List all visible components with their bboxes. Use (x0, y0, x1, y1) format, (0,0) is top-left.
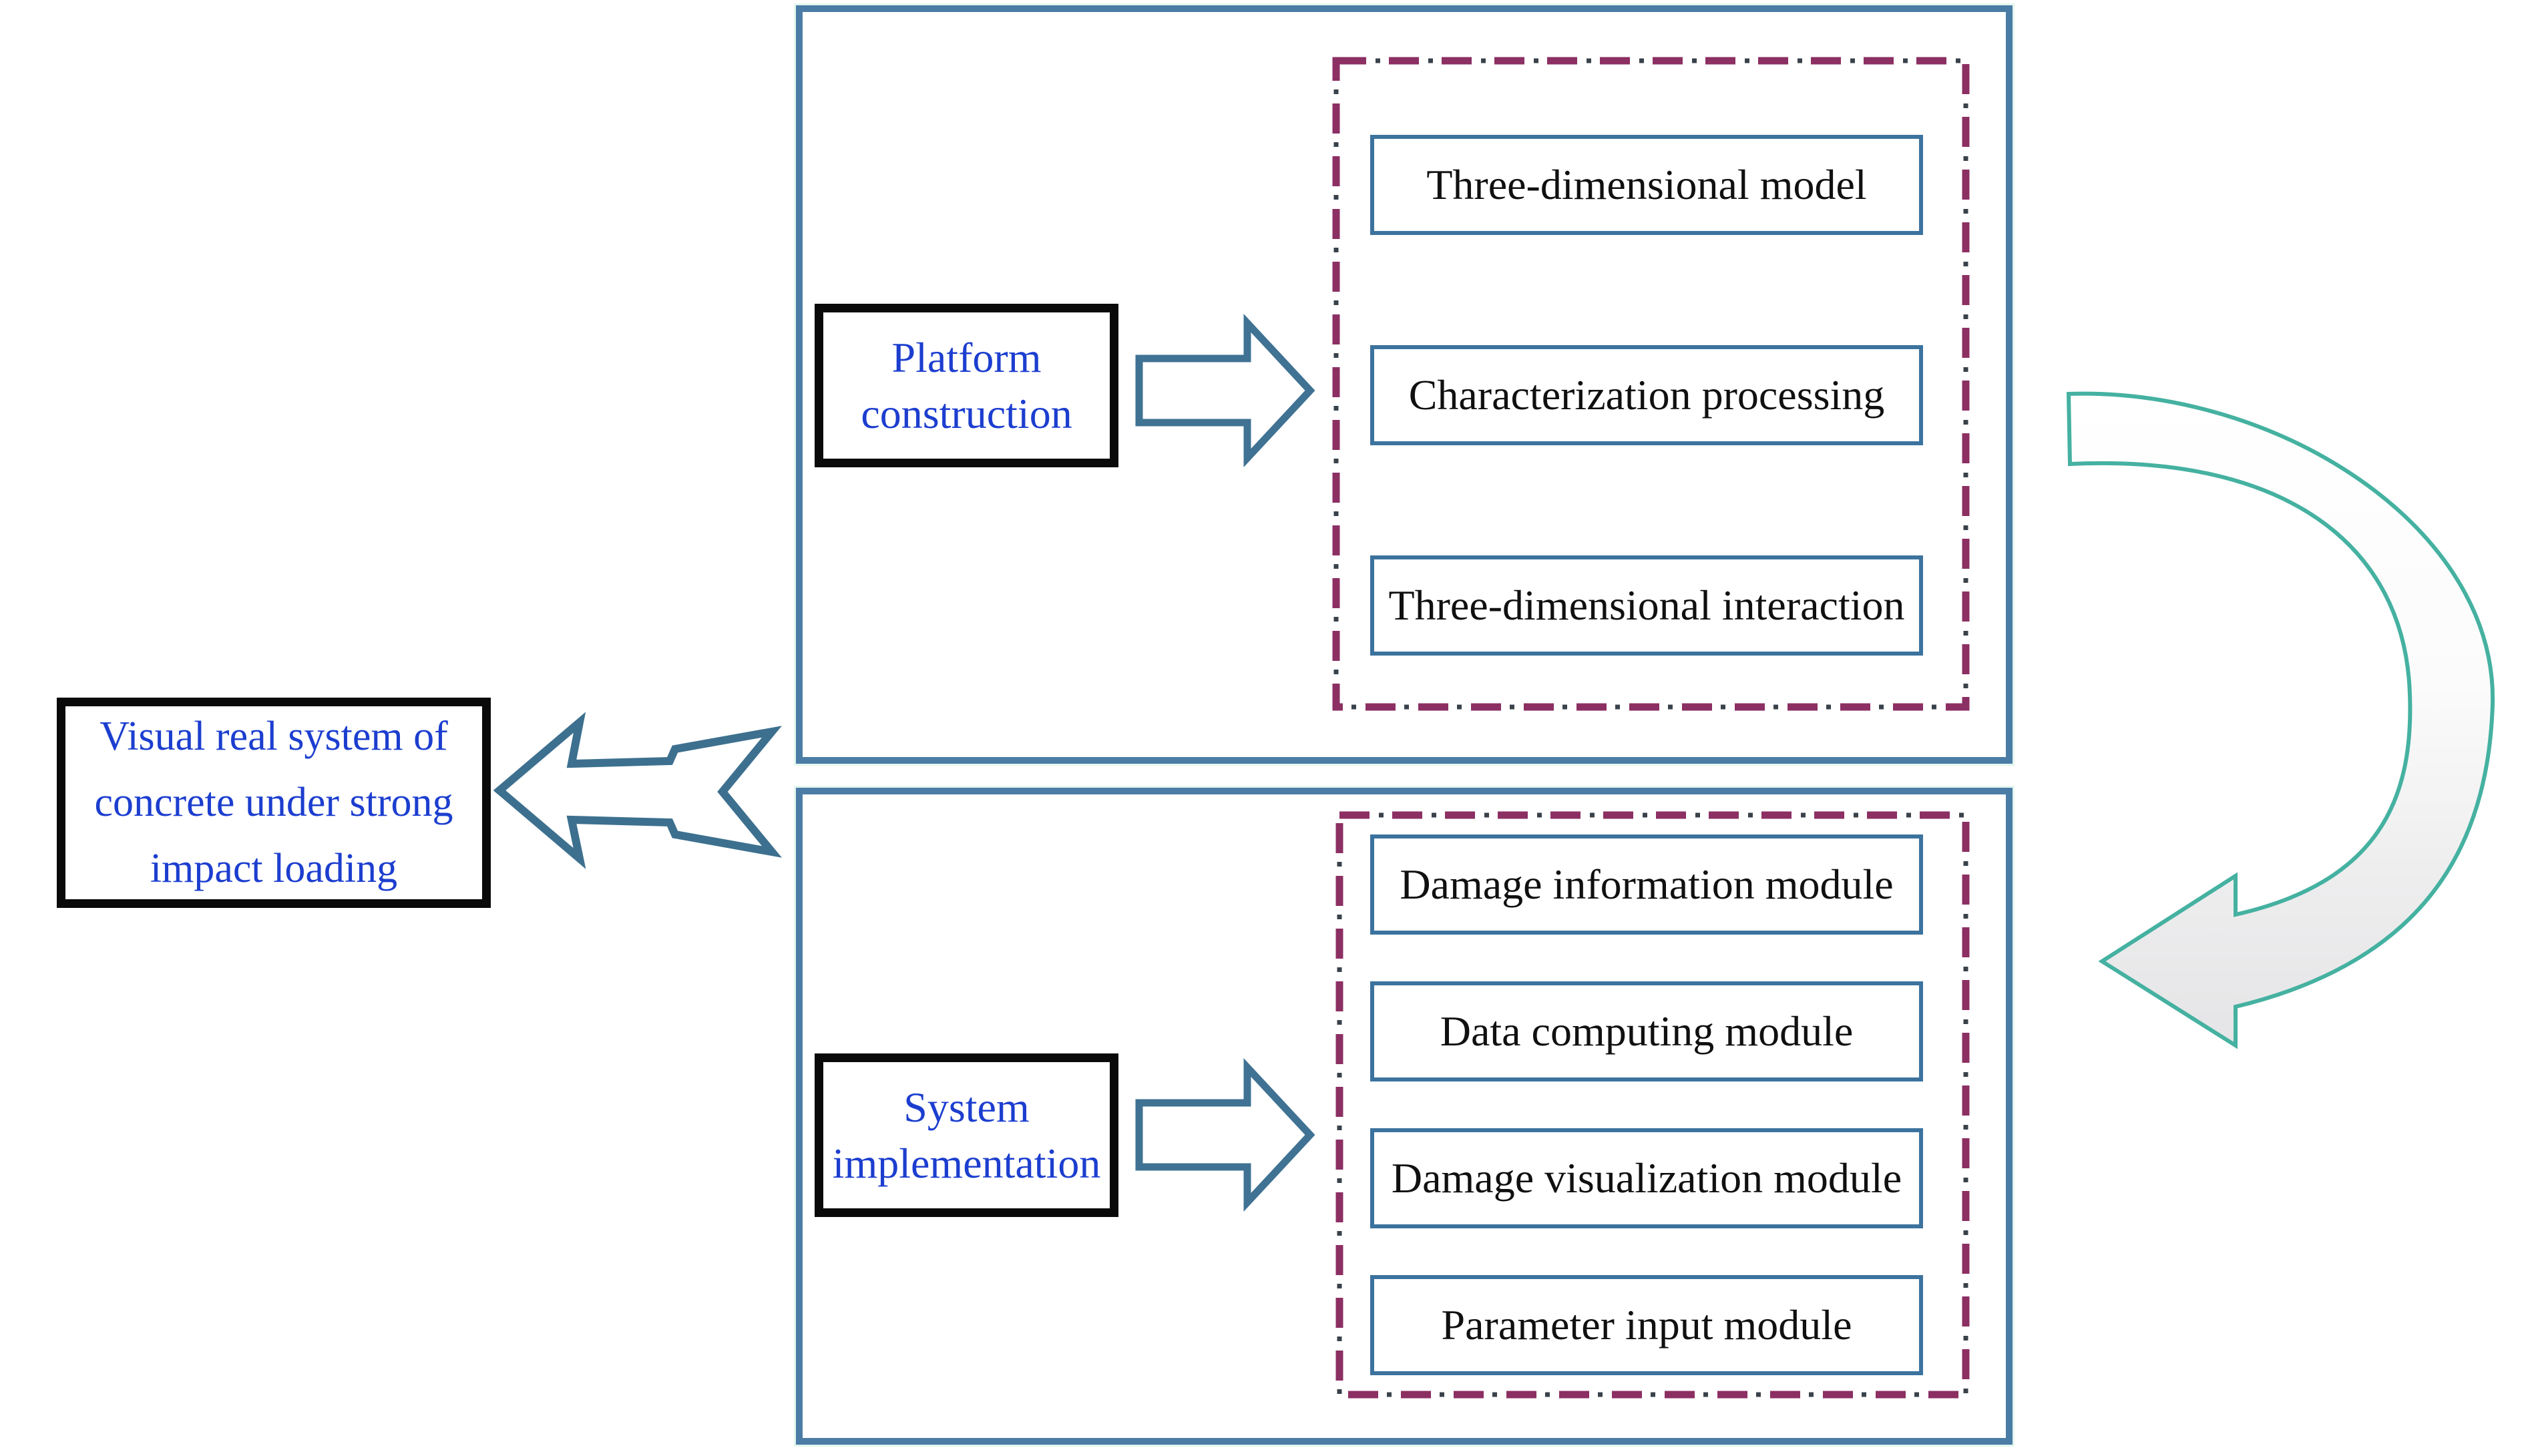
module-label: Characterization processing (1408, 371, 1885, 419)
module-label: Damage information module (1400, 861, 1894, 908)
module-damage-visualization: Damage visualization module (1370, 1128, 1923, 1228)
module-label: Data computing module (1440, 1007, 1854, 1055)
module-label: Damage visualization module (1391, 1154, 1902, 1202)
platform-construction-box: Platform construction (815, 304, 1118, 467)
system-implementation-line: System (903, 1083, 1030, 1131)
curved-ribbon-arrow-icon (2066, 391, 2495, 1049)
system-implementation-box: System implementation (815, 1053, 1118, 1217)
module-parameter-input: Parameter input module (1370, 1275, 1923, 1375)
platform-construction-line: construction (861, 389, 1072, 437)
module-label: Three-dimensional model (1426, 161, 1867, 208)
module-three-dimensional-interaction: Three-dimensional interaction (1370, 555, 1923, 656)
module-damage-information: Damage information module (1370, 834, 1923, 935)
result-box-line: Visual real system of (99, 714, 448, 759)
right-block-arrow-bottom-icon (1135, 1058, 1315, 1212)
result-box-line: impact loading (150, 846, 398, 891)
module-label: Three-dimensional interaction (1388, 581, 1905, 629)
left-notched-arrow-icon (493, 712, 782, 869)
module-label: Parameter input module (1441, 1301, 1852, 1349)
result-box-line: concrete under strong (94, 780, 453, 825)
system-implementation-line: implementation (832, 1139, 1101, 1187)
right-block-arrow-top-icon (1135, 314, 1315, 467)
platform-modules-dashed-group (1332, 57, 1970, 711)
module-data-computing: Data computing module (1370, 981, 1923, 1081)
module-three-dimensional-model: Three-dimensional model (1370, 135, 1923, 235)
module-characterization-processing: Characterization processing (1370, 345, 1923, 445)
system-modules-dashed-group (1335, 811, 1970, 1399)
platform-construction-line: Platform (891, 333, 1042, 381)
result-box: Visual real system of concrete under str… (57, 698, 491, 908)
